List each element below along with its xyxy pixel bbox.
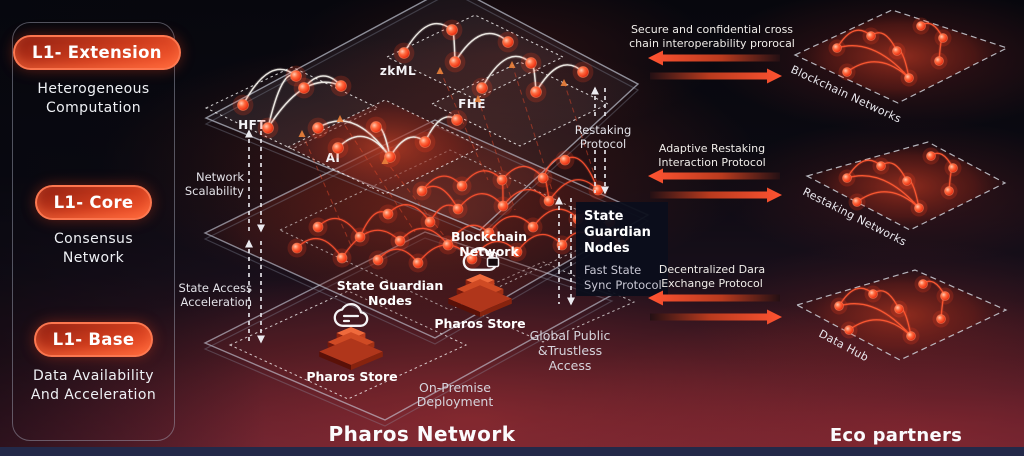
eco-connection-2: Adaptive Restaking Interaction Protocol bbox=[648, 142, 782, 203]
on-premise-label-line2: Deployment bbox=[417, 394, 494, 409]
global-access-label-line2: &Trustless bbox=[538, 343, 602, 358]
pharos-store-mid-label: Pharos Store bbox=[434, 316, 525, 331]
pharos-store-mid bbox=[448, 247, 512, 318]
diagram-decorations bbox=[232, 19, 630, 371]
eco-mesh-3 bbox=[830, 275, 954, 345]
state-guardian-annotation-box: State Guardian Nodes Fast State Sync Pro… bbox=[576, 202, 668, 296]
hft-label: HFT bbox=[238, 118, 266, 132]
eco-connection-1: Secure and confidential cross chain inte… bbox=[629, 23, 795, 84]
fhe-node-mesh bbox=[471, 52, 594, 103]
sg-box-title-line2: Guardian bbox=[584, 225, 651, 240]
eco-node-meshes bbox=[828, 17, 962, 345]
arrow-right-icon bbox=[650, 309, 782, 325]
network-scalability-label-line1: Network bbox=[196, 170, 244, 184]
sg-box-title-line3: Nodes bbox=[584, 241, 630, 256]
arrow-left-icon bbox=[648, 50, 780, 66]
state-guardian-nodes-label-line2: Nodes bbox=[368, 293, 412, 308]
state-access-label-line1: State Access bbox=[179, 281, 252, 295]
layers-legend-panel: L1- Extension Heterogeneous Computation … bbox=[12, 22, 181, 441]
l1-extension-desc: Heterogeneous Computation bbox=[37, 81, 150, 116]
global-access-label-line1: Global Public bbox=[530, 328, 611, 343]
eco-connection-3-label-line1: Decentralized Dara bbox=[659, 263, 765, 276]
restaking-protocol-label-line1: Restaking bbox=[575, 123, 632, 137]
on-premise-label-line1: On-Premise bbox=[419, 380, 491, 395]
network-scalability-label-line2: Scalability bbox=[185, 184, 244, 198]
eco-connection-2-label-line2: Interaction Protocol bbox=[658, 156, 766, 169]
global-access-label-line3: Access bbox=[549, 358, 592, 373]
eco-connection-2-label-line1: Adaptive Restaking bbox=[659, 142, 765, 155]
blockchain-network-label-line1: Blockchain bbox=[451, 229, 527, 244]
sg-box-subtitle-line2: Sync Protocol bbox=[584, 278, 662, 292]
sg-box-subtitle-line1: Fast State bbox=[584, 263, 641, 277]
pharos-network-title: Pharos Network bbox=[328, 422, 515, 446]
ai-label: AI bbox=[326, 151, 341, 165]
restaking-protocol-label-line2: Protocol bbox=[580, 137, 626, 151]
arrow-right-icon bbox=[650, 187, 782, 203]
l1-extension-pill: L1- Extension bbox=[13, 35, 181, 70]
legend-l1-extension: L1- Extension Heterogeneous Computation bbox=[13, 35, 181, 118]
pharos-store-bottom bbox=[319, 303, 383, 371]
l1-core-desc: Consensus Network bbox=[53, 231, 134, 266]
fhe-zone bbox=[430, 61, 610, 147]
eco-connection-3-label-line2: Exchange Protocol bbox=[661, 277, 763, 290]
arrow-left-icon bbox=[648, 168, 780, 184]
blockchain-network-label-line2: Network bbox=[459, 244, 519, 259]
on-premise-zone bbox=[228, 290, 468, 400]
zkml-label: zkML bbox=[380, 64, 416, 78]
eco-mesh-1 bbox=[828, 17, 952, 87]
layer-connectors bbox=[248, 88, 606, 342]
cloud-storage-icon bbox=[342, 314, 360, 323]
l1-core-pill: L1- Core bbox=[34, 185, 153, 220]
eco-mesh-2 bbox=[838, 147, 962, 217]
hft-node-mesh bbox=[232, 65, 352, 139]
lock-icon bbox=[486, 251, 500, 268]
layer-connector-arrowheads bbox=[245, 86, 609, 344]
l1-base-desc: Data Availability And Acceleration bbox=[30, 368, 157, 403]
footer-strip bbox=[0, 447, 1024, 456]
layer-projection-lines bbox=[298, 61, 599, 249]
pharos-store-bottom-label: Pharos Store bbox=[306, 369, 397, 384]
zkml-node-mesh bbox=[393, 19, 519, 73]
l1-base-pill: L1- Base bbox=[33, 322, 154, 357]
state-access-label-line2: Acceleration bbox=[181, 295, 252, 309]
arrow-left-icon bbox=[648, 290, 780, 306]
eco-connection-1-label-line1: Secure and confidential cross bbox=[631, 23, 793, 36]
ai-zone bbox=[286, 99, 484, 195]
eco-connection-1-label-line2: chain interoperability prorocal bbox=[629, 37, 795, 50]
eco-connection-3: Decentralized Dara Exchange Protocol bbox=[648, 263, 782, 325]
legend-l1-core: L1- Core Consensus Network bbox=[13, 185, 174, 268]
legend-l1-base: L1- Base Data Availability And Accelerat… bbox=[13, 322, 174, 405]
sg-box-title-line1: State bbox=[584, 209, 624, 224]
ai-node-mesh bbox=[307, 109, 468, 168]
arrow-right-icon bbox=[650, 68, 782, 84]
state-guardian-nodes-label-line1: State Guardian bbox=[337, 278, 444, 293]
zkml-zone bbox=[385, 14, 565, 100]
eco-partners-title: Eco partners bbox=[830, 425, 962, 446]
